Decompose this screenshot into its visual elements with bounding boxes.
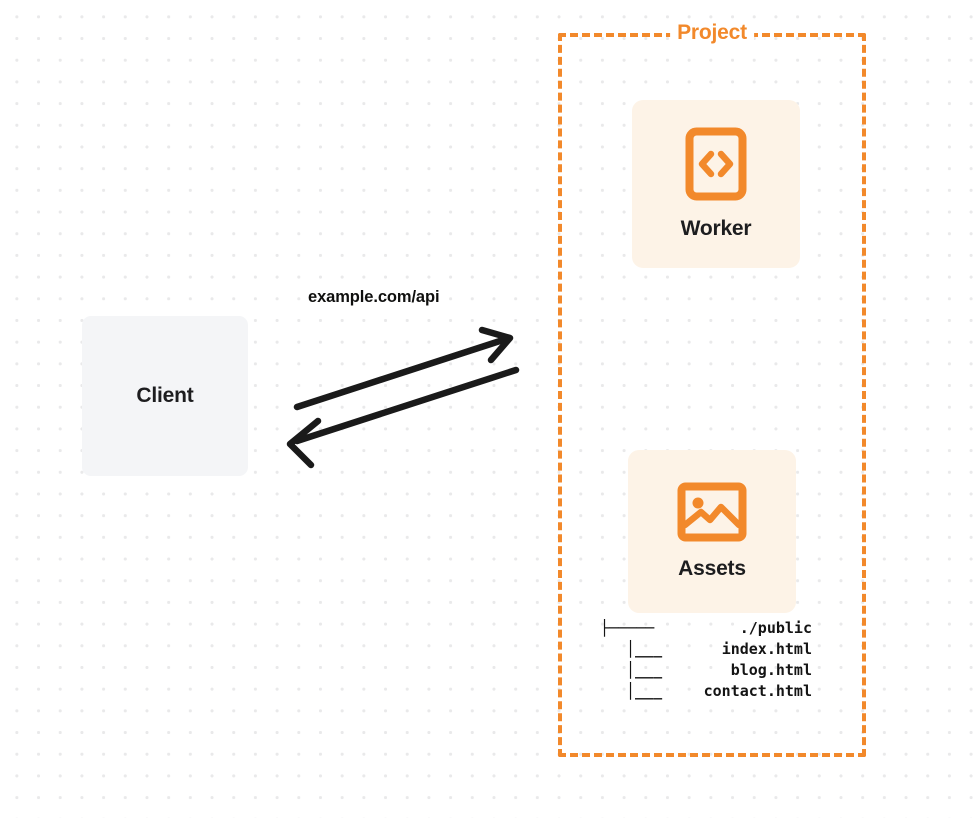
request-arrow-icon — [293, 326, 514, 411]
file-tree-item-name: blog.html — [730, 661, 812, 679]
file-tree-root-name: ./public — [739, 619, 812, 637]
code-brackets-icon — [685, 127, 747, 201]
file-tree-row: │___ index.html — [600, 639, 812, 660]
file-tree-item-name: index.html — [721, 640, 812, 658]
tree-branch-glyph: ├───── — [600, 619, 655, 637]
tree-branch-glyph: │___ — [626, 661, 663, 679]
client-node[interactable]: Client — [82, 316, 248, 476]
asset-file-tree: ├───── ./public │___ index.html │___ blo… — [600, 618, 812, 702]
assets-card-label: Assets — [678, 557, 746, 580]
worker-card[interactable]: Worker — [632, 100, 800, 268]
file-tree-row-root: ├───── ./public — [600, 618, 812, 639]
assets-card[interactable]: Assets — [628, 450, 796, 613]
image-icon — [677, 482, 747, 542]
request-url-label: example.com/api — [308, 288, 440, 306]
client-node-label: Client — [136, 384, 194, 407]
file-tree-item-name: contact.html — [703, 682, 812, 700]
project-boundary-label: Project — [670, 21, 754, 45]
tree-branch-glyph: │___ — [626, 682, 663, 700]
project-boundary: Project — [558, 21, 866, 757]
file-tree-row: │___ blog.html — [600, 660, 812, 681]
response-arrow-icon — [286, 366, 520, 469]
file-tree-row: │___ contact.html — [600, 681, 812, 702]
worker-card-label: Worker — [680, 217, 752, 240]
tree-branch-glyph: │___ — [626, 640, 663, 658]
